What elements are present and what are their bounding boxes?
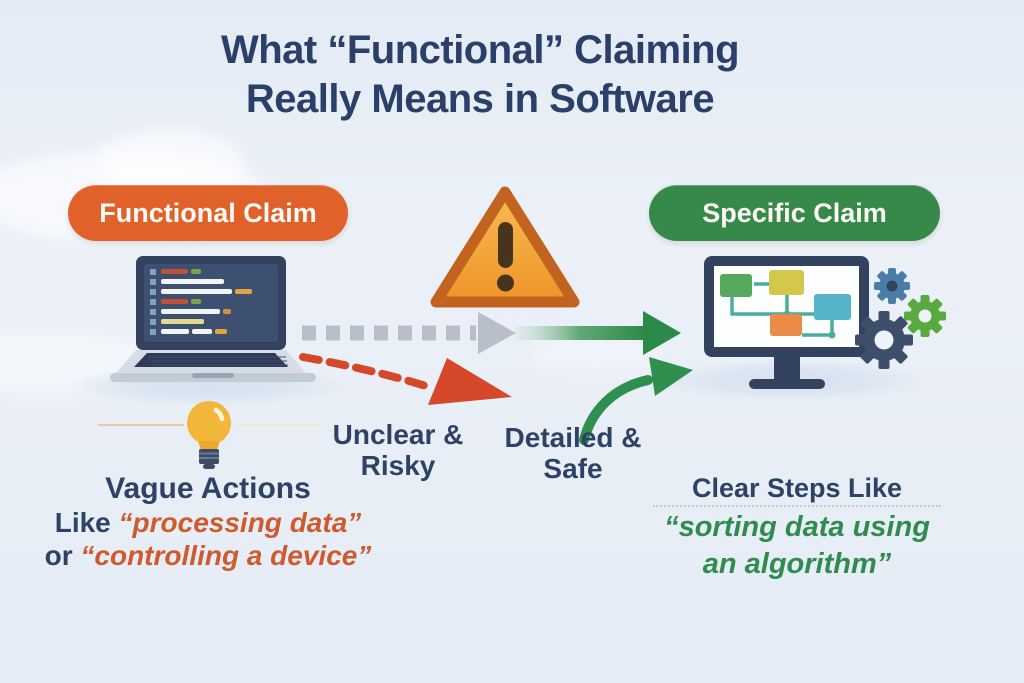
vague-example-line-2: or “controlling a device” xyxy=(28,540,388,572)
neutral-dashed-arrow xyxy=(302,312,516,354)
clear-steps-divider xyxy=(653,505,941,507)
lightbulb-icon xyxy=(187,401,231,469)
safe-label-line-2: Safe xyxy=(543,452,603,484)
risky-label-line-2: Risky xyxy=(360,449,436,481)
specific-claim-badge: Specific Claim xyxy=(649,185,940,241)
safe-label-line-1: Detailed & xyxy=(504,422,642,453)
title-line-2: Really Means in Software xyxy=(245,76,715,121)
title-line-1: What “Functional” Claiming xyxy=(220,28,740,72)
laptop-code-icon xyxy=(110,256,316,382)
risky-label-line-1: Unclear & xyxy=(332,419,464,450)
gears-icon xyxy=(855,268,946,369)
functional-claim-badge-label: Functional Claim xyxy=(99,197,317,228)
vague-actions-heading: Vague Actions xyxy=(105,472,311,505)
vague-example-quote-2: “controlling a device” xyxy=(80,540,372,571)
vague-example-line-1: Like “processing data” xyxy=(38,507,378,539)
vague-example-prefix-2: or xyxy=(44,540,81,571)
clear-example-line-2: an algorithm” xyxy=(702,548,892,580)
clear-steps-heading: Clear Steps Like xyxy=(691,473,903,503)
safe-label: Detailed & Safe xyxy=(483,422,663,485)
risky-label: Unclear & Risky xyxy=(308,419,488,482)
functional-claim-badge: Functional Claim xyxy=(68,185,348,241)
clear-example-line-1: “sorting data using xyxy=(664,511,930,543)
vague-example-quote-1: “processing data” xyxy=(118,507,362,538)
monitor-flowchart-icon xyxy=(704,256,946,389)
bulb-divider-right xyxy=(236,424,322,426)
bulb-divider-left xyxy=(98,424,184,426)
cloud-shape xyxy=(530,334,660,374)
page-title: What “Functional” Claiming Really Means … xyxy=(80,26,880,124)
warning-triangle-icon xyxy=(430,186,580,308)
vague-example-prefix-1: Like xyxy=(54,507,119,538)
specific-claim-badge-label: Specific Claim xyxy=(702,197,887,228)
